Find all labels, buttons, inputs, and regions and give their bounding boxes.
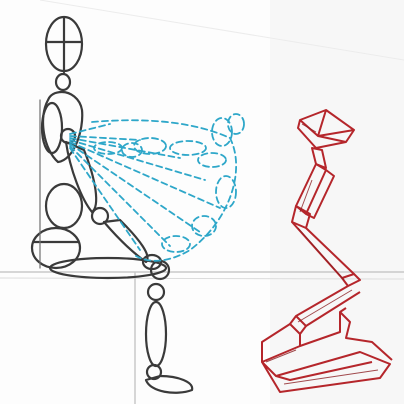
sketch-svg — [0, 0, 404, 404]
paper-background — [0, 0, 404, 404]
sketch-canvas — [0, 0, 404, 404]
